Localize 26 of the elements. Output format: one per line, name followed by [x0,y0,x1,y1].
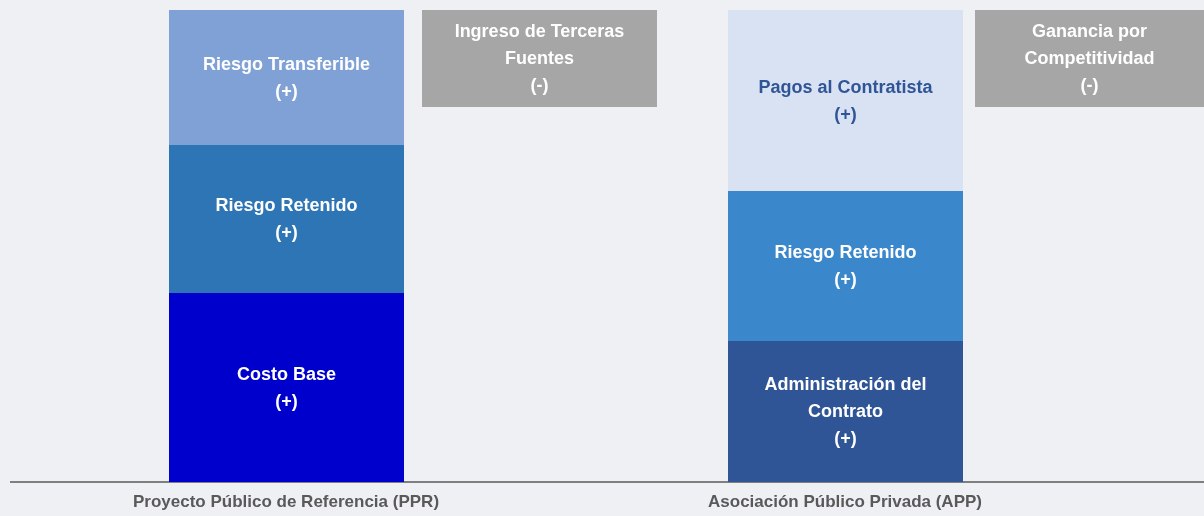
bar-segment [728,341,963,482]
segment-label: Administración del Contrato [763,373,928,423]
sign-label: (+) [834,268,857,291]
segment-label: Pagos al Contratista [758,75,933,99]
segment-label: Ingreso de Terceras Fuentes [453,20,626,70]
segment-label: Riesgo Transferible [202,52,371,76]
segment-label: Riesgo Retenido [774,241,917,264]
sign-label: (+) [834,427,857,450]
segment-label: Costo Base [237,362,336,386]
bar-segment [169,293,404,482]
bar-segment [169,10,404,145]
deduction-box [422,10,657,107]
sign-label: (-) [1080,74,1099,97]
bar-segment [169,145,404,293]
sign-label: (-) [530,74,549,97]
bar-segment [728,10,963,191]
column-label: Asociación Público Privada (APP) [707,492,983,512]
segment-label: Ganancia por Competitividad [1023,20,1156,70]
sign-label: (+) [834,102,857,126]
sign-label: (+) [275,221,298,244]
sign-label: (+) [275,79,298,103]
deduction-box [975,10,1204,107]
bar-segment [728,191,963,341]
segment-label: Riesgo Retenido [215,194,358,217]
column-label: Proyecto Público de Referencia (PPR) [131,492,441,512]
sign-label: (+) [275,389,298,413]
